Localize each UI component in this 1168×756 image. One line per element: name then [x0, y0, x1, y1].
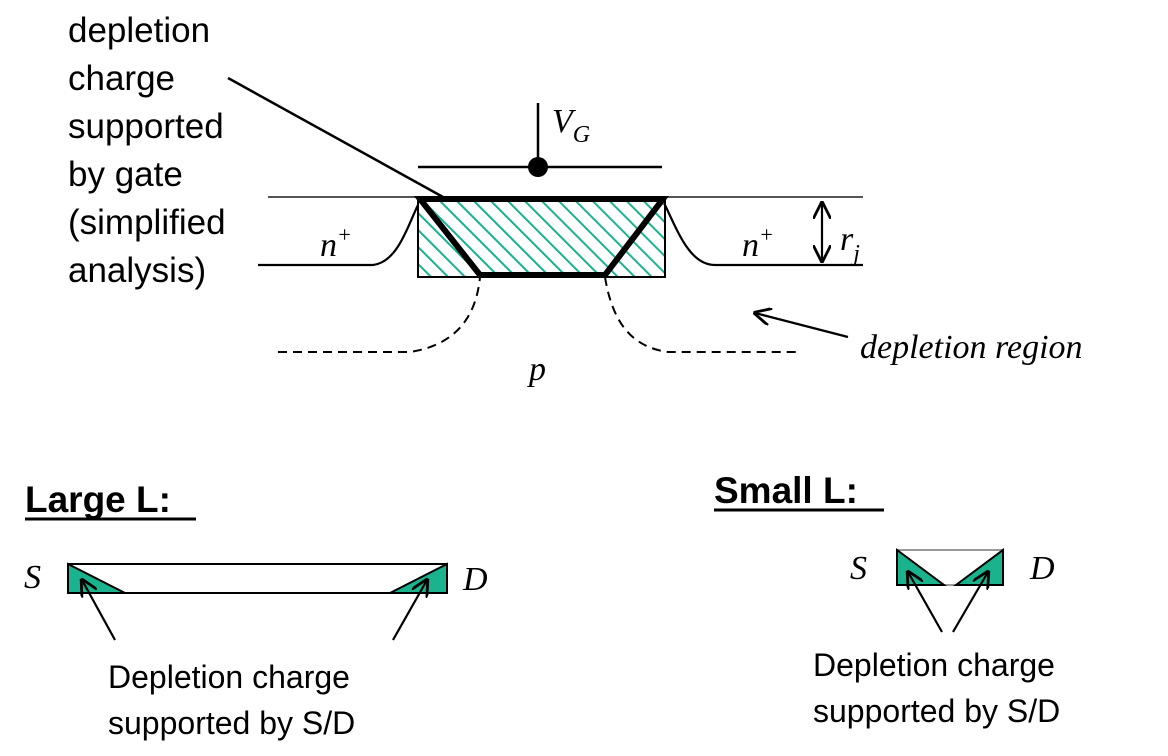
junction-depth-label: rj: [840, 221, 860, 267]
small-l-source-label: S: [850, 550, 867, 587]
large-l-source-label: S: [24, 559, 41, 596]
drain-depletion-edge: [604, 276, 800, 353]
small-l-drain-arrow: [952, 572, 988, 633]
gate-supported-charge-trapezoid: [413, 196, 670, 278]
source-n-plus-label: n+: [320, 222, 352, 264]
large-l-source-arrow: [82, 580, 116, 641]
gate-terminal-dot: [528, 157, 548, 177]
drain-junction-boundary: [664, 204, 863, 267]
large-l-caption: Depletion charge supported by S/D: [108, 659, 359, 741]
small-l-source-arrow: [908, 572, 943, 633]
depletion-region-label: depletion region: [860, 329, 1083, 366]
channel-depletion-box: [417, 196, 666, 278]
source-depletion-edge: [278, 276, 481, 353]
top-diagram: depletion charge supported by gate (simp…: [68, 11, 1083, 388]
small-l-diagram: Small L: S D Depletion charge supported …: [714, 470, 1064, 729]
gate-depletion-label: depletion charge supported by gate (simp…: [68, 11, 235, 290]
large-l-drain-label: D: [462, 561, 488, 598]
substrate-p-label: p: [527, 351, 546, 388]
source-junction-boundary: [258, 204, 419, 267]
large-l-drain-arrow: [392, 580, 427, 641]
depletion-region-pointer: [755, 313, 849, 339]
drain-n-plus-label: n+: [742, 222, 774, 264]
large-l-channel: [67, 563, 448, 594]
small-l-heading: Small L:: [714, 470, 858, 511]
large-l-diagram: Large L: S D Depletion charge supported …: [24, 479, 488, 741]
gate-voltage-label: VG: [552, 103, 590, 148]
small-l-caption: Depletion charge supported by S/D: [813, 647, 1064, 729]
large-l-heading: Large L:: [25, 479, 171, 520]
small-l-drain-label: D: [1029, 550, 1055, 587]
